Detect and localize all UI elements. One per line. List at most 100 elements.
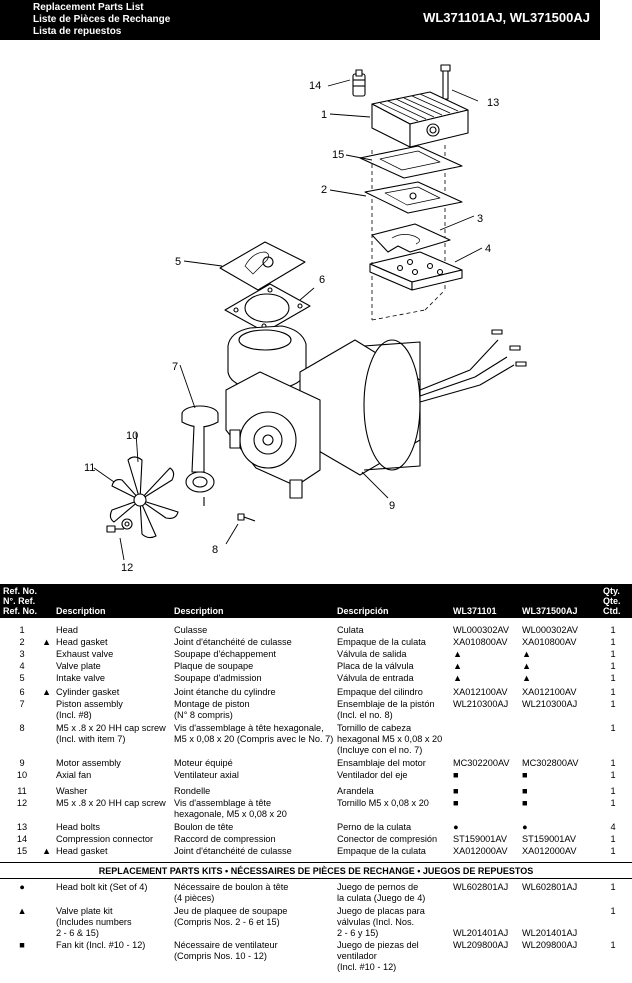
kit-description-fr: (4 pièces) xyxy=(174,893,215,903)
callout-3: 3 xyxy=(477,213,483,225)
diagram-svg: 14 13 1 15 2 3 4 5 6 7 10 11 9 8 12 xyxy=(84,64,527,574)
part-number-model-1: ■ xyxy=(453,786,459,796)
description-en: Motor assembly xyxy=(56,758,121,768)
part-number-model-1: ST159001AV xyxy=(453,834,507,844)
kit-quantity: 1 xyxy=(610,906,616,916)
callout-labels: 14 13 1 15 2 3 4 5 6 7 10 11 9 8 12 xyxy=(84,80,499,574)
quantity: 1 xyxy=(610,846,616,856)
description-fr: Ventilateur axial xyxy=(174,770,239,780)
callout-14: 14 xyxy=(309,80,321,92)
valve-plate-part xyxy=(369,251,463,291)
description-fr: Boulon de tête xyxy=(174,822,234,832)
kit-part-number-model-2: WL201401AJ xyxy=(522,928,578,938)
part-number-model-1: XA012100AV xyxy=(453,687,508,697)
kit-description-es: Juego de placas para xyxy=(337,906,425,916)
description-es: Tornillo M5 x 0,08 x 20 xyxy=(337,798,429,808)
header-bar: Replacement Parts List Liste de Pièces d… xyxy=(0,0,600,40)
description-en: Axial fan xyxy=(56,770,92,780)
callout-6: 6 xyxy=(319,274,325,286)
ref-number: 4 xyxy=(19,661,25,671)
callout-2: 2 xyxy=(321,184,327,196)
description-es: Ensamblaje del motor xyxy=(337,758,426,768)
description-en: M5 x .8 x 20 HH cap screw xyxy=(56,798,166,808)
description-en: Head gasket xyxy=(56,637,108,647)
ref-number: 3 xyxy=(19,649,25,659)
callout-15: 15 xyxy=(332,149,344,161)
header-model-1: WL371101 xyxy=(453,606,497,616)
title-spanish: Lista de repuestos xyxy=(33,26,122,37)
description-es: (Incluye con el no. 7) xyxy=(337,745,423,755)
quantity: 1 xyxy=(610,673,616,683)
description-fr: Plaque de soupape xyxy=(174,661,254,671)
description-en: M5 x .8 x 20 HH cap screw xyxy=(56,723,166,733)
kit-description-es: Juego de piezas del xyxy=(337,940,419,950)
crankcase-part xyxy=(225,371,321,499)
description-fr: Joint d'étanchéité de culasse xyxy=(174,637,292,647)
callout-10: 10 xyxy=(126,430,138,442)
kit-description-fr: (Compris Nos. 10 - 12) xyxy=(174,951,267,961)
callout-11: 11 xyxy=(84,462,95,474)
quantity: 1 xyxy=(610,758,616,768)
part-number-model-2: XA012100AV xyxy=(522,687,577,697)
exhaust-valve-part xyxy=(371,223,451,253)
kit-description-fr: Jeu de plaquee de soupape xyxy=(174,906,288,916)
ref-number: 2 xyxy=(19,637,25,647)
description-en: Cylinder gasket xyxy=(56,687,120,697)
header-qty-en: Qty. xyxy=(603,586,620,596)
description-en: Head gasket xyxy=(56,846,108,856)
part-number-model-1: ▲ xyxy=(453,673,463,683)
part-number-model-2: ▲ xyxy=(522,649,532,659)
kit-description-es: válvulas (Incl. Nos. xyxy=(337,917,415,927)
kit-quantity: 1 xyxy=(610,940,616,950)
description-es: Perno de la culata xyxy=(337,822,412,832)
part-number-model-2: WL000302AV xyxy=(522,625,579,635)
kits-title: REPLACEMENT PARTS KITS • NÉCESSAIRES DE … xyxy=(98,866,534,876)
callout-4: 4 xyxy=(485,243,491,255)
kit-description-es: Juego de pernos de xyxy=(337,882,419,892)
kit-description-es: (Incl. #10 - 12) xyxy=(337,962,397,972)
header-ref-en: Ref. No. xyxy=(3,586,38,596)
header-qty-fr: Qte. xyxy=(603,596,621,606)
part-number-model-2: ● xyxy=(522,822,528,832)
description-fr: Rondelle xyxy=(174,786,211,796)
quantity: 1 xyxy=(610,770,616,780)
description-es: Culata xyxy=(337,625,364,635)
quantity: 1 xyxy=(610,699,616,709)
description-fr: Montage de piston xyxy=(174,699,250,709)
callout-13: 13 xyxy=(487,97,499,109)
ref-number: 13 xyxy=(16,822,28,832)
ref-number: 12 xyxy=(16,798,28,808)
callout-leaders xyxy=(93,79,483,561)
part-number-model-1: WL000302AV xyxy=(453,625,510,635)
model-numbers: WL371101AJ, WL371500AJ xyxy=(423,10,590,25)
description-fr: Culasse xyxy=(174,625,208,635)
part-number-model-1: WL210300AJ xyxy=(453,699,509,709)
description-fr: (N° 8 compris) xyxy=(174,710,233,720)
quantity: 1 xyxy=(610,723,616,733)
callout-9: 9 xyxy=(389,500,395,512)
part-number-model-2: ■ xyxy=(522,786,528,796)
callout-1: 1 xyxy=(321,109,327,121)
description-es: Empaque de la culata xyxy=(337,846,426,856)
quantity: 1 xyxy=(610,798,616,808)
part-number-model-2: ▲ xyxy=(522,661,532,671)
ref-number: 10 xyxy=(16,770,28,780)
ref-number: 1 xyxy=(19,625,25,635)
motor-part xyxy=(299,329,527,476)
description-es: Válvula de entrada xyxy=(337,673,414,683)
part-number-model-1: XA012000AV xyxy=(453,846,508,856)
kit-description-es: ventilador xyxy=(337,951,377,961)
header-model-2: WL371500AJ xyxy=(522,606,578,616)
description-es: (Incl. el no. 8) xyxy=(337,710,393,720)
kit-part-number-model-1: WL209800AJ xyxy=(453,940,509,950)
description-en: Washer xyxy=(56,786,88,796)
part-number-model-2: ST159001AV xyxy=(522,834,576,844)
description-es: Ensemblaje de la pistón xyxy=(337,699,435,709)
part-number-model-2: XA012000AV xyxy=(522,846,577,856)
kit-part-number-model-1: WL602801AJ xyxy=(453,882,509,892)
kit-description-en: 2 - 6 & 15) xyxy=(56,928,99,938)
quantity: 4 xyxy=(610,822,616,832)
header-desc-fr: Description xyxy=(174,606,224,616)
part-number-model-2: WL210300AJ xyxy=(522,699,578,709)
header-desc-es: Descripción xyxy=(337,606,389,616)
